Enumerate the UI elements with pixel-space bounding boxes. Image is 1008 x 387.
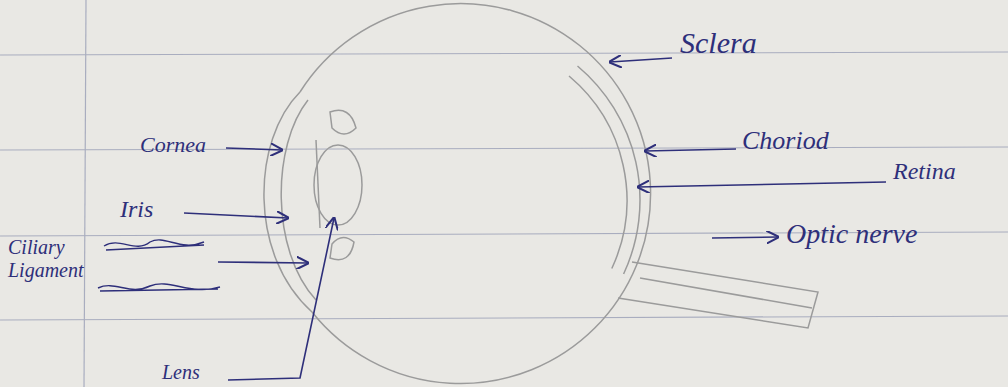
part-label: Cornea (140, 132, 206, 157)
part-label: Choriod (742, 126, 829, 156)
scribble (98, 240, 220, 291)
leader-line (228, 218, 334, 380)
part-label: Optic nerve (786, 218, 917, 250)
leader-lines (184, 58, 886, 380)
optic-nerve-line (640, 278, 812, 308)
part-label: Ciliary Ligament (8, 236, 92, 282)
leader-line (645, 149, 736, 151)
lens-shape (314, 145, 362, 225)
part-label: Iris (120, 196, 153, 224)
leader-line (712, 237, 778, 238)
retina-arc (569, 76, 627, 269)
eye-drawing (264, 4, 818, 384)
iris-lower (330, 237, 354, 259)
leader-line (226, 148, 282, 150)
leader-line (610, 58, 672, 62)
sclera-outline (300, 4, 651, 384)
iris-upper (330, 110, 356, 134)
part-label: Retina (893, 158, 956, 186)
optic-nerve-shape (618, 262, 818, 328)
choroid-arc (578, 66, 640, 274)
part-label: Lens (162, 361, 200, 384)
ciliary-line (316, 140, 320, 228)
leader-line (184, 213, 288, 218)
leader-line (638, 182, 886, 187)
part-label: Sclera (680, 26, 757, 61)
cornea-inner (281, 100, 316, 300)
cornea-outline (264, 92, 312, 312)
leader-line (218, 262, 308, 263)
